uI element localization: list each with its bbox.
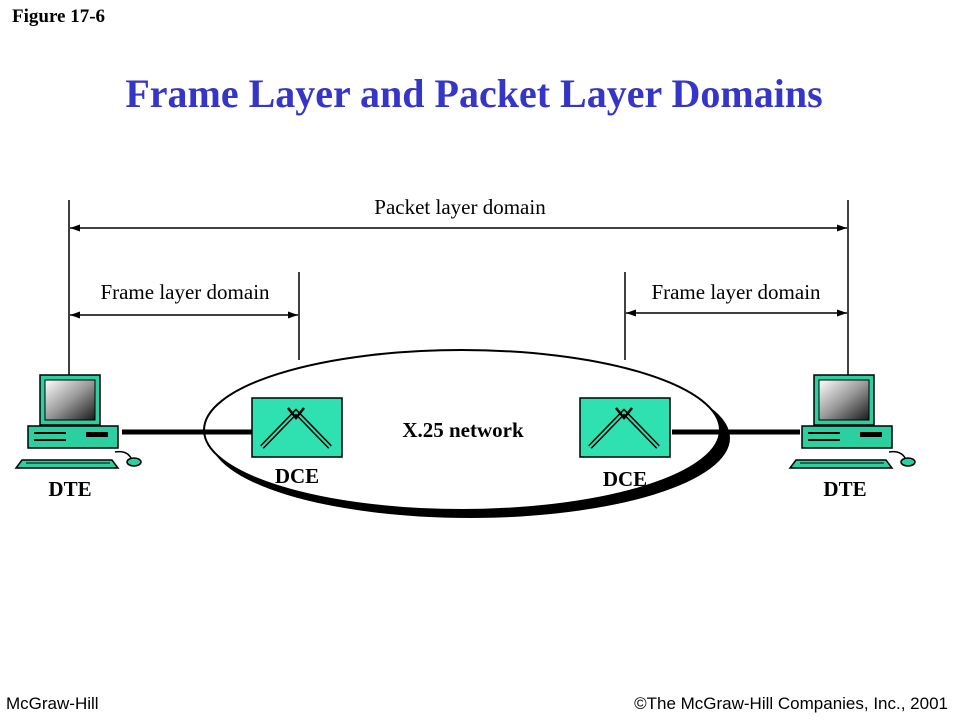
footer-copyright: ©The McGraw-Hill Companies, Inc., 2001: [634, 694, 948, 713]
frame-domain-left-label: Frame layer domain: [100, 280, 270, 304]
figure-label: Figure 17-6: [12, 6, 106, 27]
dte-right-computer: [788, 374, 916, 469]
frame-domain-right-label: Frame layer domain: [651, 280, 821, 304]
dte-left-label: DTE: [48, 477, 91, 501]
dte-left-computer: [14, 374, 142, 469]
packet-domain-label: Packet layer domain: [374, 195, 546, 219]
dce-right-switch: [579, 397, 671, 458]
page-title: Frame Layer and Packet Layer Domains: [125, 71, 823, 116]
dce-left-switch: [251, 397, 343, 458]
dce-right-label: DCE: [603, 467, 647, 491]
x25-network-label: X.25 network: [402, 418, 524, 442]
dce-left-label: DCE: [275, 464, 319, 488]
footer-publisher: McGraw-Hill: [6, 694, 99, 713]
dte-right-label: DTE: [823, 477, 866, 501]
